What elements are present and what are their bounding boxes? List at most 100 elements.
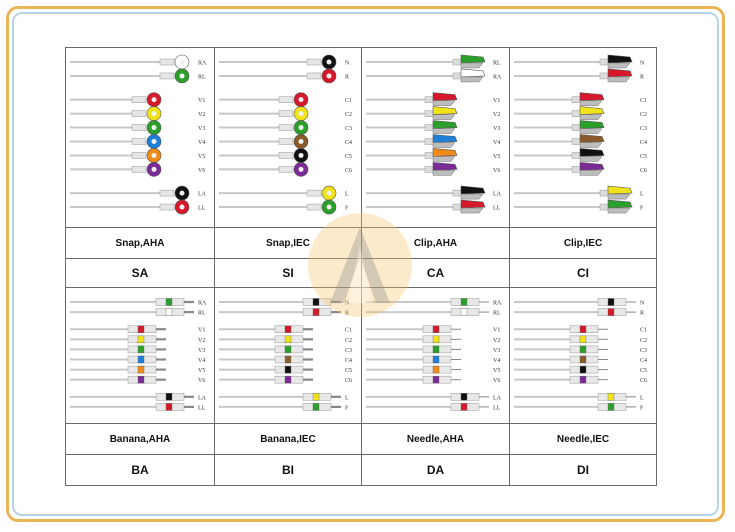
code-cell-si: SI — [215, 259, 362, 288]
plug-color-band — [165, 298, 173, 306]
plug-color-band — [460, 403, 468, 411]
lead-label: LA — [493, 192, 502, 198]
clip-jaw — [432, 106, 458, 115]
name-cell-clip-aha: Clip,AHA — [362, 228, 510, 259]
snap-stud — [151, 152, 157, 158]
plug-color-band — [579, 325, 587, 333]
lead-label: C2 — [345, 112, 352, 118]
lead-label: V5 — [198, 154, 205, 160]
plug-color-band — [165, 403, 173, 411]
lead-label: C4 — [345, 358, 352, 364]
clip-jaw — [432, 92, 458, 101]
lead-label: C3 — [345, 126, 352, 132]
lead-label: C6 — [640, 168, 647, 174]
lead-sleeve — [131, 166, 147, 173]
plug-color-band — [432, 335, 440, 344]
lead-label: V6 — [493, 378, 500, 384]
plug-color-band — [137, 345, 145, 354]
clip-jaw — [607, 185, 633, 195]
snap-stud — [298, 166, 304, 172]
lead-label: F — [640, 405, 644, 411]
plug-color-band — [312, 403, 320, 411]
lead-label: L — [640, 192, 644, 198]
clip-jaw — [607, 68, 633, 78]
lead-label: C4 — [640, 140, 647, 146]
lead-label: V4 — [198, 358, 205, 364]
lead-label: C1 — [345, 328, 352, 334]
lead-label: RL — [493, 311, 501, 317]
clip-base — [432, 142, 456, 148]
lead-label: LL — [198, 206, 206, 212]
lead-sleeve — [278, 152, 294, 159]
clip-jaw — [460, 199, 486, 209]
lead-label: C1 — [640, 98, 647, 104]
clip-base — [432, 114, 456, 120]
plug-color-band — [284, 335, 292, 344]
plug-color-band — [137, 335, 145, 344]
lead-label: LL — [493, 405, 501, 411]
clip-base — [432, 100, 456, 106]
code-cell-ca: CA — [362, 259, 510, 288]
clip-jaw — [432, 148, 458, 157]
clip-jaw — [579, 92, 605, 101]
plug-color-band — [432, 365, 440, 374]
lead-sleeve — [131, 110, 147, 117]
lead-label: L — [345, 192, 349, 198]
plug-color-band — [607, 403, 615, 411]
lead-label: F — [345, 405, 349, 411]
name-cell-banana-iec: Banana,IEC — [215, 424, 362, 455]
plug-color-band — [165, 393, 173, 401]
lead-label: C6 — [640, 378, 647, 384]
lead-label: V5 — [198, 368, 205, 374]
lead-label: V4 — [493, 358, 500, 364]
lead-label: V2 — [493, 338, 500, 344]
lead-label: C5 — [345, 368, 352, 374]
clip-jaw — [460, 185, 486, 195]
lead-label: C6 — [345, 168, 352, 174]
lead-label: V1 — [198, 328, 205, 334]
code-cell-sa: SA — [66, 259, 215, 288]
snap-stud — [298, 97, 304, 103]
plug-color-band — [579, 355, 587, 364]
clip-base — [607, 76, 631, 83]
plug-color-band — [284, 365, 292, 374]
clip-base — [579, 128, 603, 134]
lead-label: N — [640, 61, 645, 67]
inner-frame — [12, 12, 719, 516]
plug-color-band — [460, 298, 468, 306]
plug-color-band — [579, 365, 587, 374]
lead-label: F — [345, 206, 349, 212]
lead-sleeve — [159, 72, 175, 80]
clip-base — [432, 128, 456, 134]
clip-base — [432, 170, 456, 176]
name-cell-clip-iec: Clip,IEC — [510, 228, 656, 259]
lead-label: V2 — [198, 338, 205, 344]
clip-jaw — [432, 120, 458, 129]
lead-label: LA — [493, 395, 502, 401]
clip-base — [607, 207, 631, 214]
lead-label: V3 — [198, 348, 205, 354]
code-cell-di: DI — [577, 463, 589, 477]
lead-sleeve — [131, 152, 147, 159]
lead-sleeve — [159, 58, 175, 66]
plug-color-band — [165, 308, 173, 316]
lead-sleeve — [306, 72, 322, 80]
clip-jaw — [432, 162, 458, 171]
lead-sleeve — [278, 124, 294, 131]
plug-color-band — [137, 375, 145, 384]
lead-label: C2 — [345, 338, 352, 344]
code-cell-bi: BI — [215, 455, 362, 485]
lead-label: LL — [198, 405, 206, 411]
snap-stud — [298, 152, 304, 158]
clip-jaw — [579, 106, 605, 115]
